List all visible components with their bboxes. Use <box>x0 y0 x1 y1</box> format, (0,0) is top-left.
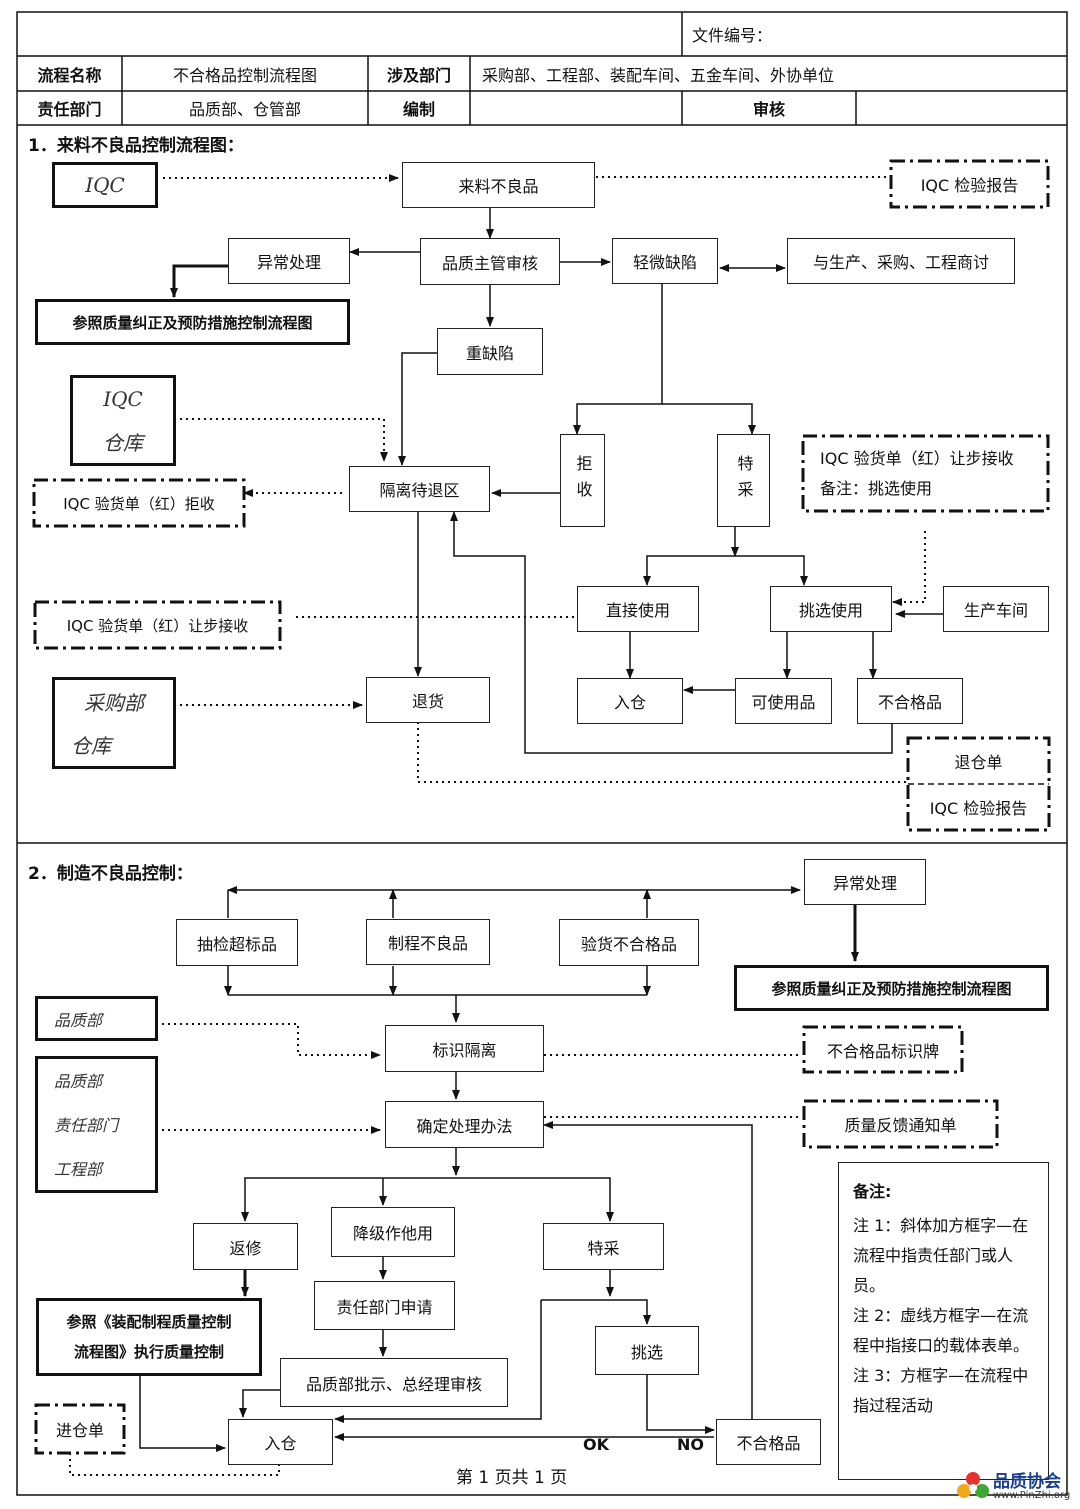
rework: 返修 <box>193 1223 298 1270</box>
concession-form: IQC 验货单（红）让步接收 <box>66 616 249 635</box>
select-sort: 挑选 <box>595 1326 699 1375</box>
resp-dept-label: 责任部门 <box>37 100 102 119</box>
reject-box: 拒收 <box>560 434 605 527</box>
direct-use: 直接使用 <box>577 586 699 632</box>
incoming-defect: 来料不良品 <box>402 162 595 208</box>
usable-goods: 可使用品 <box>735 678 832 724</box>
iqc-role: IQC <box>52 162 158 208</box>
ref-assembly-process: 参照《装配制程质量控制 流程图》执行质量控制 <box>36 1298 262 1376</box>
minor-defect: 轻微缺陷 <box>612 238 718 284</box>
qc-supervisor-review: 品质主管审核 <box>420 238 560 285</box>
quality-feedback-form: 质量反馈通知单 <box>844 1116 957 1135</box>
review-label: 审核 <box>752 100 785 119</box>
concession-note-line2: 备注：挑选使用 <box>820 479 933 498</box>
warehouse-role: 仓库 <box>70 419 176 466</box>
doc-number-label: 文件编号： <box>692 26 773 45</box>
qa-dept-role: 品质部 <box>35 996 158 1041</box>
return-goods: 退货 <box>366 677 490 723</box>
process-defects: 制程不良品 <box>366 919 490 965</box>
downgrade-use: 降级作他用 <box>331 1207 455 1257</box>
iqc-role-2: IQC <box>70 375 176 420</box>
resp-dept-apply: 责任部门申请 <box>314 1281 455 1330</box>
purchase-role: 采购部 <box>52 677 176 723</box>
resp-dept-role: 责任部门 <box>35 1101 158 1147</box>
special-purchase-2: 特采 <box>543 1223 664 1270</box>
major-defect: 重缺陷 <box>437 328 543 375</box>
note-1: 注 1：斜体加方框字—在流程中指责任部门或人员。 <box>853 1216 1029 1295</box>
concession-note: IQC 验货单（红）让步接收 备注：挑选使用 <box>820 444 1014 504</box>
nonconform-tag: 不合格品标识牌 <box>826 1041 939 1061</box>
store-in-slip: 进仓单 <box>55 1421 104 1440</box>
resp-dept-value: 品质部、仓管部 <box>188 100 301 119</box>
quarantine-area: 隔离待退区 <box>349 466 490 512</box>
process-name-label: 流程名称 <box>37 65 102 85</box>
process-name-value: 不合格品控制流程图 <box>172 65 317 85</box>
abnormal-handling-2: 异常处理 <box>804 859 926 905</box>
note-2: 注 2：虚线方框字—在流程中指接口的载体表单。 <box>853 1306 1030 1355</box>
ref-corrective-preventive-1: 参照质量纠正及预防措施控制流程图 <box>35 299 350 345</box>
ok-label: OK <box>583 1435 609 1454</box>
select-use: 挑选使用 <box>770 586 892 632</box>
compile-label: 编制 <box>402 100 435 119</box>
store-in-2: 入仓 <box>228 1419 333 1465</box>
engineering-role: 工程部 <box>35 1146 158 1193</box>
section2-title: 2．制造不良品控制： <box>28 864 193 884</box>
qa-approval-gm-review: 品质部批示、总经理审核 <box>280 1358 508 1407</box>
abnormal-handling: 异常处理 <box>228 238 350 284</box>
notes-title: 备注: <box>853 1182 892 1201</box>
nonconforming-goods: 不合格品 <box>857 678 963 724</box>
sampling-over-limit: 抽检超标品 <box>176 919 298 966</box>
special-purchase-box: 特采 <box>717 434 770 527</box>
store-in: 入仓 <box>577 678 683 724</box>
notes-panel: 备注: 注 1：斜体加方框字—在流程中指责任部门或人员。 注 2：虚线方框字—在… <box>838 1162 1049 1480</box>
pinzhi-logo: 品质协会 www.PinZhi.org <box>955 1467 1075 1507</box>
negotiate-with-depts: 与生产、采购、工程商讨 <box>787 238 1015 284</box>
section1-title: 1．来料不良品控制流程图： <box>28 136 244 156</box>
reject-label: 拒收 <box>573 454 593 507</box>
ref-assembly-line1: 参照《装配制程质量控制 <box>66 1313 232 1331</box>
inspection-nonconform: 验货不合格品 <box>559 919 699 966</box>
no-label: NO <box>677 1435 704 1454</box>
logo-url: www.PinZhi.org <box>993 1490 1071 1501</box>
nonconforming-goods-2: 不合格品 <box>716 1419 821 1465</box>
logo-name: 品质协会 <box>993 1472 1061 1492</box>
ref-corrective-preventive-2: 参照质量纠正及预防措施控制流程图 <box>734 965 1049 1011</box>
reject-form: IQC 验货单（红）拒收 <box>63 494 215 513</box>
production-workshop: 生产车间 <box>943 586 1049 632</box>
decide-handling: 确定处理办法 <box>385 1101 544 1148</box>
iqc-report-form-2: IQC 检验报告 <box>929 799 1028 818</box>
concession-note-line1: IQC 验货单（红）让步接收 <box>820 449 1014 468</box>
warehouse-role-2: 仓库 <box>52 722 176 769</box>
involved-dept-value: 采购部、工程部、装配车间、五金车间、外协单位 <box>482 65 835 85</box>
special-purchase-label: 特采 <box>734 454 754 507</box>
involved-dept-label: 涉及部门 <box>386 65 451 85</box>
iqc-report-form: IQC 检验报告 <box>920 176 1019 195</box>
ref-assembly-line2: 流程图》执行质量控制 <box>73 1343 224 1361</box>
qa-dept-role-2: 品质部 <box>35 1056 158 1102</box>
mark-isolate: 标识隔离 <box>385 1025 544 1072</box>
flower-logo-icon <box>957 1472 989 1498</box>
note-3: 注 3：方框字—在流程中指过程活动 <box>853 1366 1029 1415</box>
page-number: 第 1 页共 1 页 <box>456 1468 568 1488</box>
return-slip: 退仓单 <box>954 753 1003 772</box>
